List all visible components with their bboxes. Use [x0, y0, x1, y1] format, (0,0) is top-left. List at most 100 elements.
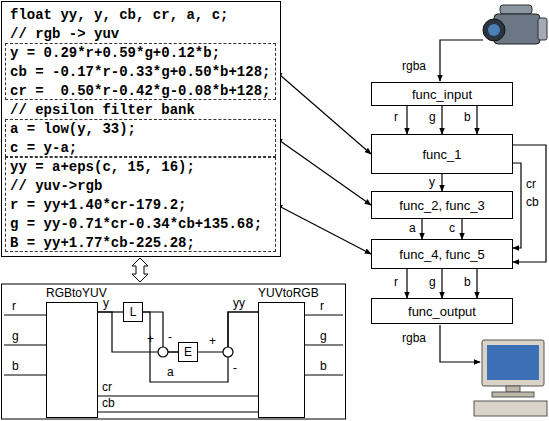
converter-block: YUVtoRGB	[258, 302, 305, 418]
signal-wire	[440, 325, 480, 362]
connector	[513, 145, 546, 262]
camera-glass	[488, 24, 500, 36]
function-name: func_output	[408, 304, 476, 319]
connector	[441, 106, 442, 134]
monitor-stand	[506, 386, 520, 392]
code-comment: // yuv->rgb	[10, 177, 102, 196]
signal-name: r	[12, 300, 16, 313]
block-heading: RGBtoYUV	[46, 286, 107, 300]
input-wires	[4, 315, 46, 375]
block-diagram-frame	[2, 284, 346, 419]
code-line: y = 0.29*r+0.59*g+0.12*b;	[10, 44, 220, 63]
signal-name: g	[12, 330, 19, 343]
code-comment: // epsilon filter bank	[10, 101, 195, 120]
edge-label: r	[394, 276, 398, 289]
connector	[461, 219, 462, 239]
filter-block: E	[178, 342, 198, 362]
output-wires	[305, 315, 343, 375]
process-box: func_1	[371, 134, 513, 174]
edge-label: b	[464, 111, 471, 124]
sign-label: +	[147, 333, 154, 346]
connector	[476, 106, 477, 134]
block-name: L	[130, 305, 137, 319]
converter-block: RGBtoYUV	[46, 302, 98, 418]
process-box: func_output	[371, 298, 513, 324]
function-name: func_4, func_5	[399, 247, 484, 262]
process-box: func_input	[371, 82, 513, 106]
computer	[474, 340, 547, 416]
signal-wire	[440, 40, 483, 81]
edge-label: yy	[233, 297, 245, 310]
connector	[513, 163, 521, 248]
edge-label: b	[464, 276, 471, 289]
code-block: y = 0.29*r+0.59*g+0.12*b;cb = -0.17*r-0.…	[5, 43, 276, 100]
code-comment: // rgb -> yuv	[10, 25, 119, 44]
code-line: cb = -0.17*r-0.33*g+0.50*b+128;	[10, 63, 270, 82]
edge-label: y	[429, 176, 435, 189]
code-line: c = y-a;	[10, 139, 77, 158]
code-line: r = yy+1.40*cr-179.2;	[10, 196, 186, 215]
connector	[406, 269, 407, 298]
connector	[476, 269, 477, 298]
edge-label: g	[429, 276, 436, 289]
edge-label: a	[409, 222, 416, 235]
camera-handle	[500, 5, 532, 14]
code-panel: float yy, y, cb, cr, a, c;// rgb -> yuv /…	[1, 1, 281, 257]
code-line: cr = 0.50*r-0.42*g-0.08*b+128;	[10, 82, 270, 101]
edge-label: cr	[526, 178, 536, 191]
connector	[421, 219, 422, 239]
code-line: yy = a+eps(c, 15, 16);	[10, 158, 195, 177]
connector	[276, 72, 371, 155]
signal-name: b	[320, 360, 327, 373]
edge-label: cr	[102, 381, 112, 394]
edge-label: cb	[102, 397, 115, 410]
connector	[441, 174, 442, 191]
sign-label: -	[168, 331, 172, 344]
correspondence-arrow	[132, 258, 148, 282]
sign-label: -	[233, 362, 237, 375]
function-name: func_2, func_3	[399, 198, 484, 213]
camera-viewfinder	[538, 18, 547, 40]
signal-name: g	[320, 330, 327, 343]
edge-label: c	[449, 222, 455, 235]
connector	[406, 106, 407, 134]
edge-label: r	[394, 111, 398, 124]
code-block: yy = a+eps(c, 15, 16);// yuv->rgbr = yy+…	[5, 157, 276, 252]
connector	[143, 312, 258, 382]
signal-name: b	[12, 360, 19, 373]
edge-label: cb	[526, 196, 539, 209]
function-name: func_input	[412, 87, 472, 102]
process-box: func_4, func_5	[371, 239, 513, 269]
block-heading: YUVtoRGB	[258, 286, 319, 300]
signal-name: rgba	[402, 332, 426, 345]
connector	[98, 411, 258, 412]
filter-block: L	[123, 302, 143, 322]
monitor-base	[492, 392, 534, 397]
edge-label: y	[103, 297, 109, 310]
connector	[276, 205, 371, 255]
code-block: a = low(y, 33);c = y-a;	[5, 119, 276, 157]
edge-label: g	[429, 111, 436, 124]
code-line: a = low(y, 33);	[10, 120, 136, 139]
code-line: B = yy+1.77*cb-225.28;	[10, 234, 195, 253]
signal-name: rgba	[402, 60, 426, 73]
sign-label: +	[209, 335, 216, 348]
monitor-screen	[487, 345, 539, 380]
code-line: float yy, y, cb, cr, a, c;	[10, 6, 228, 25]
connector	[441, 269, 442, 298]
function-name: func_1	[422, 147, 461, 162]
signal-name: r	[320, 300, 324, 313]
monitor	[482, 340, 544, 386]
summing-junction	[158, 347, 168, 357]
connector	[276, 138, 371, 205]
process-box: func_2, func_3	[371, 191, 513, 219]
video-camera	[483, 5, 547, 44]
block-name: E	[184, 345, 192, 359]
connector	[143, 312, 178, 352]
edge-label: a	[167, 366, 174, 379]
summing-junction	[223, 347, 233, 357]
code-line: g = yy-0.71*cr-0.34*cb+135.68;	[10, 215, 262, 234]
keyboard	[474, 401, 547, 416]
camera-lens	[483, 19, 505, 41]
